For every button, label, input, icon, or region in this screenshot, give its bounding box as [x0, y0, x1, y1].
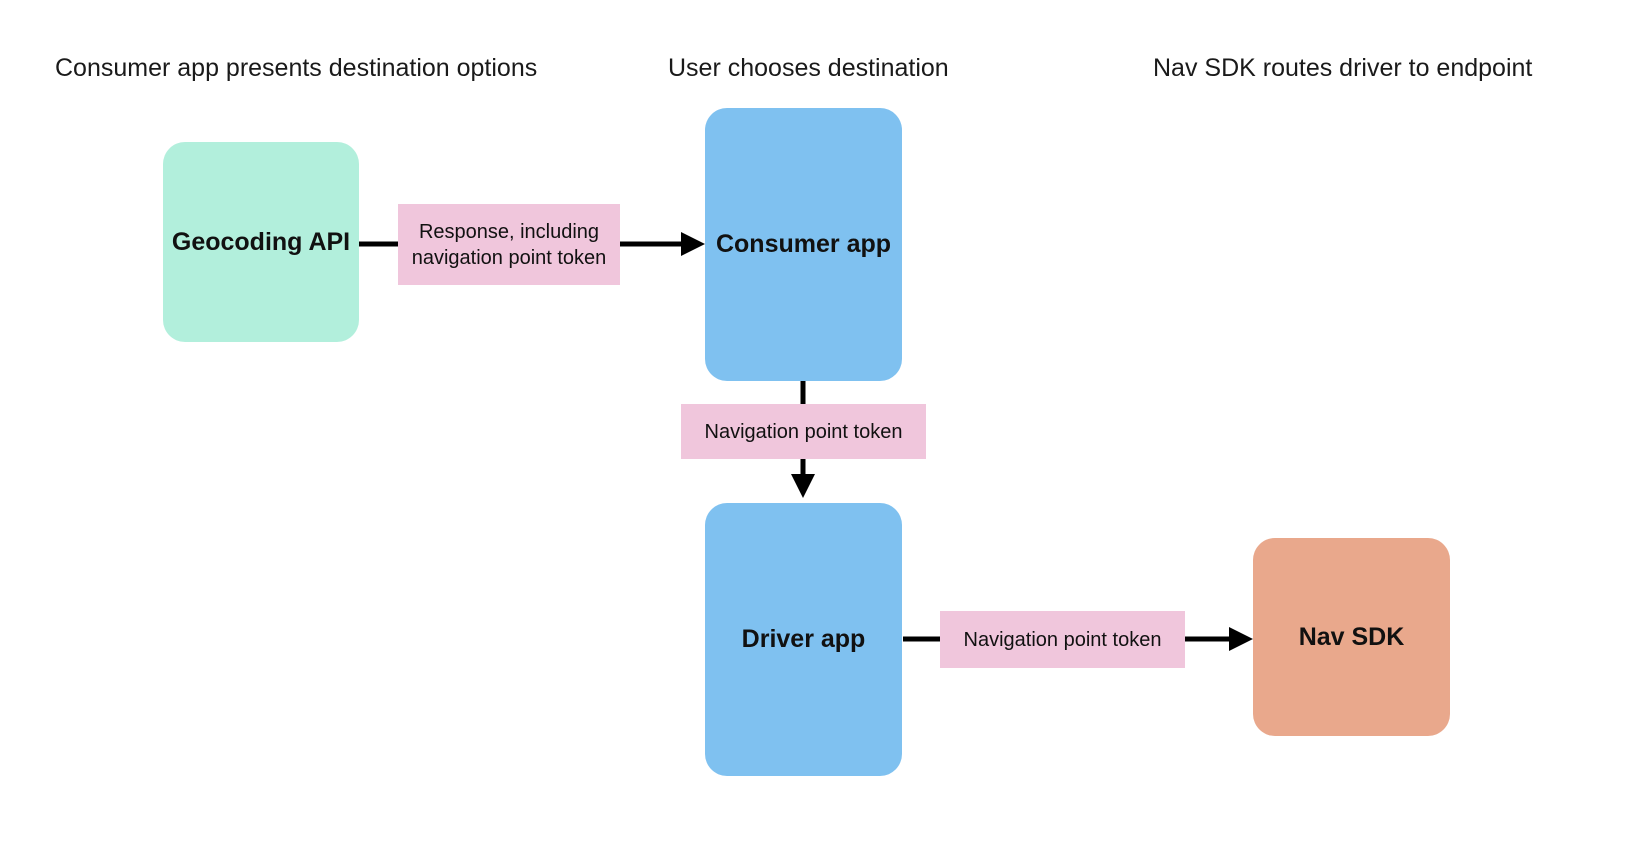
column-header-nav-sdk: Nav SDK routes driver to endpoint [1153, 54, 1533, 82]
column-header-user-chooses: User chooses destination [668, 54, 949, 82]
arrowhead-consumer-to-driver [791, 474, 815, 498]
node-nav-sdk[interactable]: Nav SDK [1253, 538, 1450, 736]
node-driver-app[interactable]: Driver app [705, 503, 902, 776]
arrowhead-geocoding-to-consumer [681, 232, 705, 256]
column-header-consumer-app: Consumer app presents destination option… [55, 54, 538, 82]
edge-label-navigation-point-token-driver-navsdk: Navigation point token [940, 611, 1185, 668]
edge-label-navigation-point-token-consumer-driver: Navigation point token [681, 404, 926, 459]
edge-label-response-including-navigation-point-token: Response, including navigation point tok… [398, 204, 620, 285]
node-geocoding-api[interactable]: Geocoding API [163, 142, 359, 342]
node-consumer-app[interactable]: Consumer app [705, 108, 902, 381]
arrowhead-driver-to-navsdk [1229, 627, 1253, 651]
